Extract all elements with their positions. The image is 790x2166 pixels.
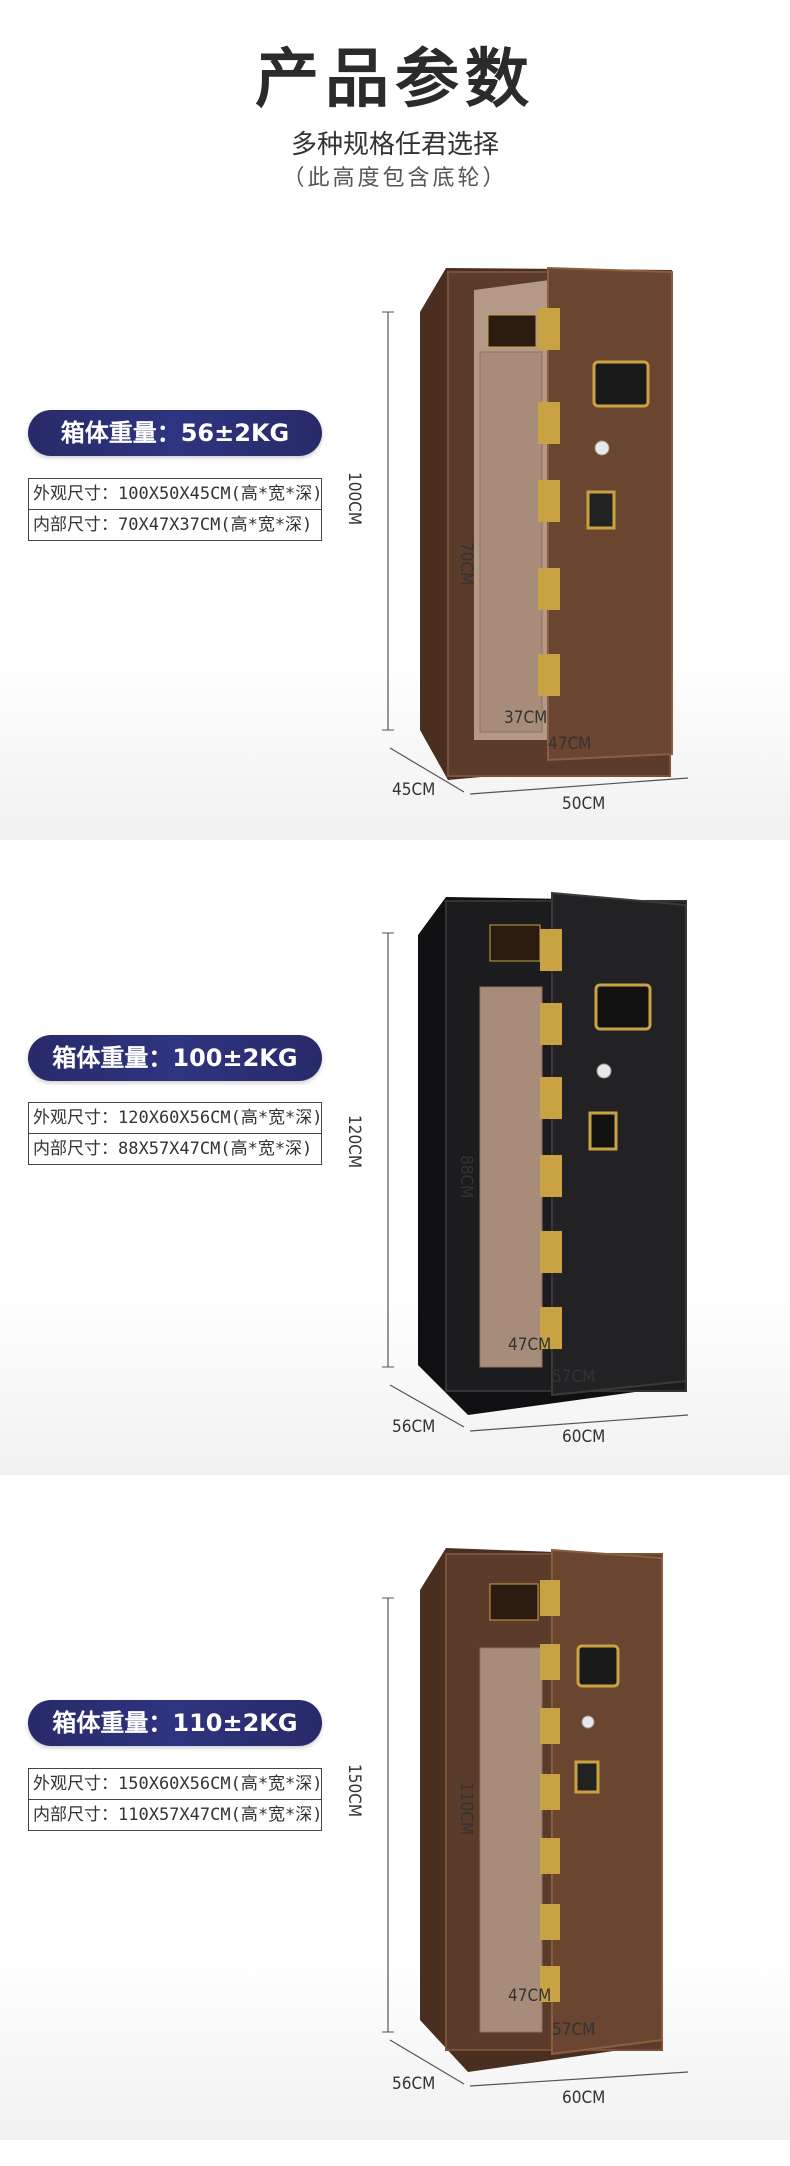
- width-label: 60CM: [562, 2088, 606, 2108]
- page-title: 产品参数: [255, 43, 535, 117]
- inner-depth-label: 47CM: [508, 1986, 552, 2006]
- inner-width-label: 57CM: [552, 2020, 596, 2040]
- width-label: 50CM: [562, 794, 606, 814]
- weight-badge: 箱体重量：56±2KG: [28, 410, 322, 456]
- height-note: （此高度包含底轮）: [282, 166, 508, 191]
- weight-badge: 箱体重量：110±2KG: [28, 1700, 322, 1746]
- inner-height-label: 110CM: [456, 1782, 476, 1836]
- weight-badge: 箱体重量：100±2KG: [28, 1035, 322, 1081]
- inner-size-row: 内部尺寸：110X57X47CM(高*宽*深): [29, 1799, 321, 1830]
- height-label: 120CM: [344, 1115, 364, 1169]
- depth-label: 45CM: [392, 780, 436, 800]
- size-spec-table: 外观尺寸：120X60X56CM(高*宽*深) 内部尺寸：88X57X47CM(…: [28, 1102, 322, 1165]
- model-section-3: 箱体重量：110±2KG 外观尺寸：150X60X56CM(高*宽*深) 内部尺…: [0, 1520, 790, 2140]
- safe-illustration: [382, 891, 689, 1432]
- width-label: 60CM: [562, 1427, 606, 1447]
- outer-size-row: 外观尺寸：150X60X56CM(高*宽*深): [33, 1774, 321, 1794]
- inner-depth-label: 37CM: [504, 708, 548, 728]
- inner-size-row: 内部尺寸：88X57X47CM(高*宽*深): [29, 1133, 321, 1164]
- safe-illustration: [382, 266, 689, 795]
- outer-size-row: 外观尺寸：120X60X56CM(高*宽*深): [33, 1108, 321, 1128]
- size-spec-table: 外观尺寸：100X50X45CM(高*宽*深) 内部尺寸：70X47X37CM(…: [28, 478, 322, 541]
- page-header: 产品参数 多种规格任君选择 （此高度包含底轮）: [0, 0, 790, 200]
- model-section-1: 箱体重量：56±2KG 外观尺寸：100X50X45CM(高*宽*深) 内部尺寸…: [0, 220, 790, 840]
- depth-label: 56CM: [392, 2074, 436, 2094]
- safe-illustration: [382, 1548, 689, 2087]
- inner-width-label: 47CM: [548, 734, 592, 754]
- depth-label: 56CM: [392, 1417, 436, 1437]
- inner-height-label: 88CM: [456, 1155, 476, 1199]
- height-label: 150CM: [344, 1764, 364, 1818]
- inner-height-label: 70CM: [456, 542, 476, 586]
- height-label: 100CM: [344, 472, 364, 526]
- inner-size-row: 内部尺寸：70X47X37CM(高*宽*深): [29, 509, 321, 540]
- model-section-2: 箱体重量：100±2KG 外观尺寸：120X60X56CM(高*宽*深) 内部尺…: [0, 855, 790, 1475]
- inner-depth-label: 47CM: [508, 1335, 552, 1355]
- inner-width-label: 57CM: [552, 1367, 596, 1387]
- size-spec-table: 外观尺寸：150X60X56CM(高*宽*深) 内部尺寸：110X57X47CM…: [28, 1768, 322, 1831]
- page-subtitle: 多种规格任君选择: [290, 130, 499, 160]
- outer-size-row: 外观尺寸：100X50X45CM(高*宽*深): [33, 484, 321, 504]
